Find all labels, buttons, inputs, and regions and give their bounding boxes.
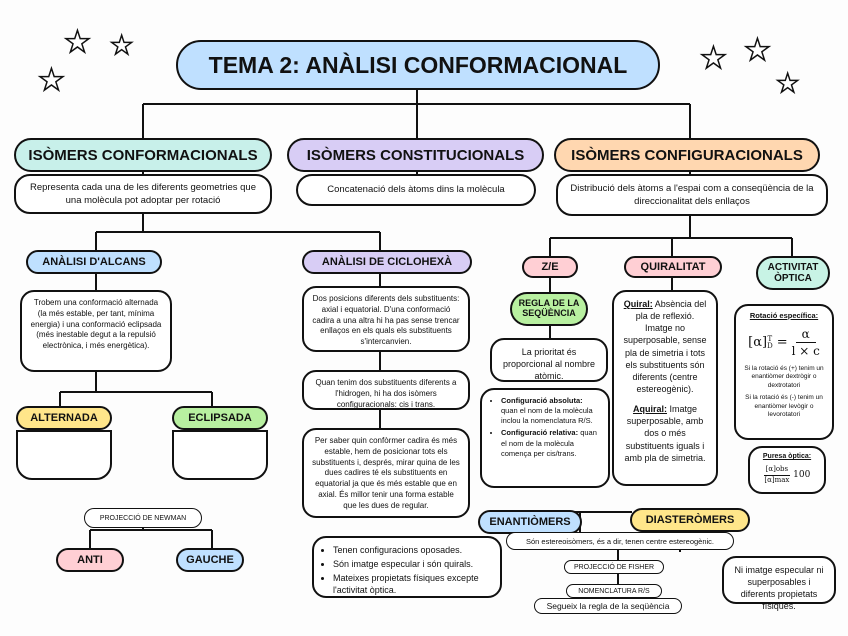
abs-text: quan el nom de la molècula inclou la nom… — [501, 406, 593, 426]
eclipsada-box — [172, 430, 268, 480]
rot-neg: Si la rotació és (-) tenim un enantiòmer… — [745, 393, 823, 419]
enantiomers-box: Tenen configuracions oposades. Són imatg… — [312, 536, 502, 598]
enantiomers-item: Tenen configuracions oposades. — [333, 544, 493, 556]
configuracionals-header: ISÒMERS CONFIGURACIONALS — [554, 138, 820, 172]
star-icon: ★ — [699, 42, 727, 75]
quiralitat-box: Quiral: Absència del pla de reflexió. Im… — [612, 290, 718, 486]
aquiral-text: Imatge superposable, amb dos o més subst… — [624, 404, 706, 463]
estereoisomers-label: Són estereoisòmers, és a dir, tenen cent… — [506, 532, 734, 550]
ciclohexa-text3: Per saber quin confòrmer cadira és més e… — [302, 428, 470, 518]
puresa-box: Puresa òptica: [α]obs [α]max 100 — [748, 446, 826, 494]
abs-title: Configuració absoluta: — [501, 396, 583, 405]
ciclohexa-header: ANÀLISI DE CICLOHEXÀ — [302, 250, 472, 274]
enantiomers-header: ENANTIÒMERS — [478, 510, 582, 534]
constitucionals-desc: Concatenació dels àtoms dins la molècula — [296, 174, 536, 206]
alcans-desc: Trobem una conformació alternada (la més… — [20, 290, 172, 372]
prioritat-box: La prioritat és proporcional al nombre a… — [490, 338, 608, 382]
puresa-title: Puresa òptica: — [762, 453, 812, 460]
puresa-formula: [α]obs [α]max 100 — [763, 465, 811, 484]
fisher-label: PROJECCIÓ DE FISHER — [564, 560, 664, 574]
quiral-title: Quiral: — [623, 299, 653, 309]
conformacionals-header: ISÒMERS CONFORMACIONALS — [14, 138, 272, 172]
alcans-header: ANÀLISI D'ALCANS — [26, 250, 162, 274]
star-icon: ★ — [63, 26, 91, 59]
constitucionals-header: ISÒMERS CONSTITUCIONALS — [287, 138, 544, 172]
alternada-header: ALTERNADA — [16, 406, 112, 430]
configuracio-box: Configuració absoluta: quan el nom de la… — [480, 388, 610, 488]
enantiomers-item: Mateixes propietats físiques excepte l'a… — [333, 572, 493, 596]
star-icon: ★ — [37, 64, 65, 97]
conformacionals-desc: Representa cada una de les diferents geo… — [14, 174, 272, 214]
quiralitat-header: QUIRALITAT — [624, 256, 722, 278]
page-title: TEMA 2: ANÀLISI CONFORMACIONAL — [176, 40, 660, 90]
star-icon: ★ — [775, 68, 800, 98]
rot-pos: Si la rotació és (+) tenim un enantiòmer… — [744, 364, 824, 390]
aquiral-title: Aquiral: — [632, 404, 667, 415]
rel-title: Configuració relativa: — [501, 428, 579, 438]
alternada-box — [16, 430, 112, 480]
ciclohexa-text2: Quan tenim dos substituents diferents a … — [302, 370, 470, 410]
configuracionals-desc: Distribució dels àtoms a l'espai com a c… — [556, 174, 828, 216]
diasteromers-header: DIASTERÒMERS — [630, 508, 750, 532]
activitat-header: ACTIVITAT ÒPTICA — [756, 256, 830, 290]
nomenclatura-label: NOMENCLATURA R/S — [566, 584, 662, 598]
sequencia-label: Segueix la regla de la seqüència — [534, 598, 682, 614]
anti-label: ANTI — [56, 548, 124, 572]
gauche-label: GAUCHE — [176, 548, 244, 572]
rot-title: Rotació específica: — [749, 311, 819, 320]
ze-header: Z/E — [522, 256, 578, 278]
eclipsada-header: ECLIPSADA — [172, 406, 268, 430]
ciclohexa-text1: Dos posicions diferents dels substituent… — [302, 286, 470, 352]
enantiomers-item: Són imatge especular i són quirals. — [333, 558, 493, 570]
rel-text: quan el nom de la molècula comença per c… — [501, 428, 597, 458]
newman-label: PROJECCIÓ DE NEWMAN — [84, 508, 202, 528]
diasteromers-box: Ni imatge especular ni superposables i d… — [722, 556, 836, 611]
star-icon: ★ — [743, 34, 771, 67]
regla-sequencia: REGLA DE LA SEQÜÈNCIA — [510, 292, 588, 326]
quiral-text: Absència del pla de reflexió. Imatge no … — [623, 299, 707, 394]
star-icon: ★ — [109, 30, 134, 60]
